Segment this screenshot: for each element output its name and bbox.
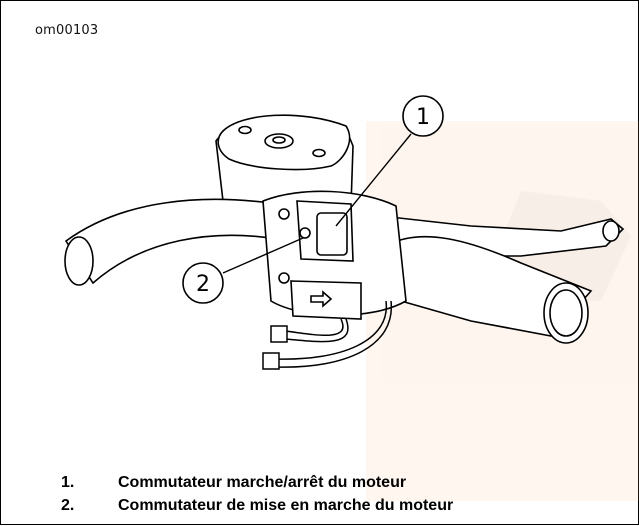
callout-2-circle — [182, 262, 224, 304]
legend-item: 2. Commutateur de mise en marche du mote… — [61, 497, 621, 520]
wiring — [262, 300, 392, 370]
figure-id: om00103 — [35, 23, 99, 38]
handgrip — [385, 235, 593, 344]
legend-item-number: 2. — [61, 497, 75, 514]
legend-item-number: 1. — [61, 474, 75, 491]
legend-item: 1. Commutateur marche/arrêt du moteur — [61, 474, 621, 497]
callout-1-leader — [335, 133, 412, 227]
switch-housing — [262, 190, 407, 320]
legend-item-label: Commutateur de mise en marche du moteur — [118, 497, 454, 514]
callout-1-circle — [402, 95, 444, 137]
handlebar-left — [64, 198, 292, 286]
callout-1-number: 1 — [416, 105, 430, 130]
legend-item-label: Commutateur marche/arrêt du moteur — [118, 474, 407, 491]
brake-reservoir — [215, 114, 354, 212]
callout-2-leader — [222, 237, 304, 274]
legend-list: 1. Commutateur marche/arrêt du moteur 2.… — [61, 474, 621, 520]
callout-2-number: 2 — [196, 272, 210, 297]
